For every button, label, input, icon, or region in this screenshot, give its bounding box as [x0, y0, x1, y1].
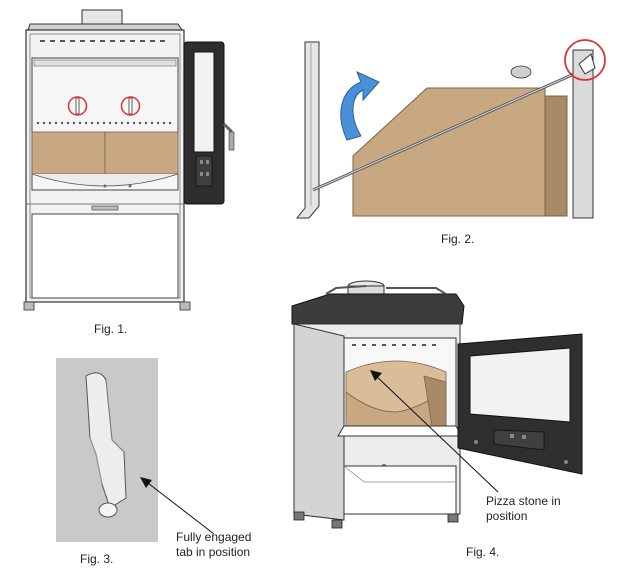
fig2-pizza-stone [352, 87, 568, 217]
fig1-foot-right [179, 301, 191, 311]
fig1-left-tab [67, 96, 88, 116]
fig1-firebrick-right [104, 131, 179, 175]
fig2-caption: Fig. 2. [441, 232, 475, 246]
fig2-right-upright [572, 49, 596, 219]
fig4-stove-perspective-view [291, 280, 583, 529]
fig1-caption: Fig. 1. [94, 322, 128, 336]
fig1-top-vents [40, 40, 165, 42]
fig3-annotation-line2: tab in position [176, 545, 251, 559]
fig2-tab-highlight [564, 39, 606, 81]
fig4-top-plate [291, 293, 465, 325]
fig4-caption: Fig. 4. [466, 545, 500, 559]
fig2-stone-installation-side-view [295, 39, 606, 219]
fig1-flue [81, 9, 123, 25]
fig4-log-store [343, 465, 457, 515]
fig4-annotation-line1: Pizza stone in [486, 494, 561, 508]
fig3-tab-closeup [56, 358, 158, 542]
fig4-pizza-stone [345, 360, 447, 427]
fig3-tab-part [85, 372, 127, 518]
fig4-annotation: Pizza stone in position [486, 494, 561, 524]
fig1-log-store [31, 213, 179, 299]
fig4-open-door [457, 333, 583, 475]
fig1-hole-row [36, 121, 172, 125]
fig2-support-rod [312, 65, 584, 192]
fig1-open-door [183, 41, 235, 205]
fig3-caption: Fig. 3. [80, 552, 114, 566]
fig1-right-tab [120, 96, 141, 116]
fig3-annotation: Fully engaged tab in position [176, 530, 251, 560]
fig1-stove-front-view [23, 9, 235, 311]
fig4-annotation-line2: position [486, 509, 528, 523]
fig3-leader-arrow [140, 477, 215, 535]
fig3-annotation-line1: Fully engaged [176, 530, 252, 544]
fig1-top-plate [27, 23, 183, 31]
fig1-firebrick-left [31, 131, 106, 175]
fig1-foot-left [23, 301, 35, 311]
fig2-rotate-arrow-icon [340, 71, 380, 141]
fig2-left-panel [295, 41, 320, 219]
fig4-leader-arrow [370, 370, 499, 493]
